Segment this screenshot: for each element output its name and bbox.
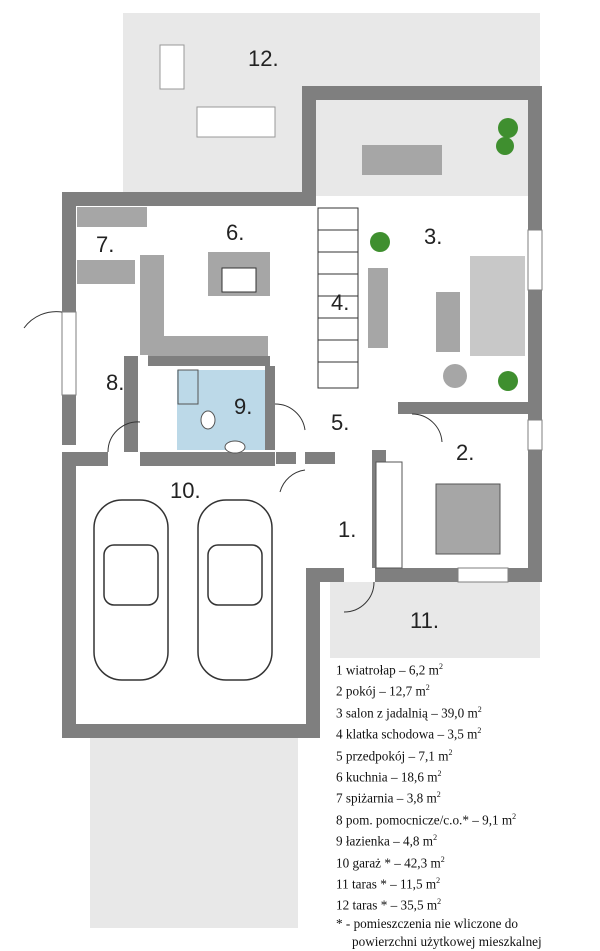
room-label-11: 11. [410, 608, 439, 633]
terrace-12-area [123, 13, 540, 196]
legend-row-9: 9 łazienka – 4,8 m2 [336, 833, 438, 849]
wardrobe [375, 461, 403, 569]
toilet-icon [200, 410, 216, 430]
door-swings [23, 311, 443, 613]
room-label-7: 7. [96, 232, 114, 257]
room-label-10: 10. [170, 478, 201, 503]
terrace-table [196, 106, 276, 138]
legend-row-5: 5 przedpokój – 7,1 m2 [336, 747, 453, 763]
room-area-legend: 1 wiatrołap – 6,2 m2 2 pokój – 12,7 m2 3… [336, 658, 596, 951]
shower-tray [177, 369, 199, 405]
legend-row-4: 4 klatka schodowa – 3,5 m2 [336, 726, 482, 742]
legend-row-8: 8 pom. pomocnicze/c.o.* – 9,1 m2 [336, 811, 517, 828]
driveway-area [90, 738, 298, 928]
tv-unit [368, 268, 388, 348]
plant-icon [498, 118, 518, 138]
room-label-4: 4. [331, 290, 349, 315]
plant-icon [370, 232, 390, 252]
room-label-9: 9. [234, 394, 252, 419]
pantry-shelf [77, 260, 135, 284]
room-label-2: 2. [456, 440, 474, 465]
terrace-11-area [330, 582, 540, 658]
sofa [470, 256, 525, 356]
dining-table [362, 145, 442, 175]
sink-icon [224, 440, 246, 454]
kitchen-counter [148, 336, 268, 356]
car-icon [93, 499, 169, 681]
car-icon [197, 499, 273, 681]
room-label-6: 6. [226, 220, 244, 245]
footnote-line-2: powierzchni użytkowej mieszkalnej [352, 933, 542, 949]
plant-icon [498, 371, 518, 391]
legend-row-1: 1 wiatrołap – 6,2 m2 [336, 662, 443, 678]
legend-row-12: 12 taras * – 35,5 m2 [336, 897, 442, 913]
legend-row-11: 11 taras * – 11,5 m2 [336, 875, 441, 892]
bed [435, 483, 501, 555]
legend-row-6: 6 kuchnia – 18,6 m2 [336, 768, 442, 785]
cooktop-icon [221, 267, 257, 293]
coffee-table [436, 292, 460, 352]
legend-row-3: 3 salon z jadalnią – 39,0 m2 [336, 704, 482, 721]
room-label-12: 12. [248, 46, 279, 71]
room-label-8: 8. [106, 370, 124, 395]
room-label-1: 1. [338, 517, 356, 542]
legend-row-10: 10 garaż * – 42,3 m2 [336, 854, 445, 870]
pantry-shelf [77, 207, 147, 227]
terrace-planter [159, 44, 185, 90]
windows [61, 229, 543, 583]
plant-icon [496, 137, 514, 155]
room-label-5: 5. [331, 410, 349, 435]
room-label-3: 3. [424, 224, 442, 249]
footnote-line-1: * - pomieszczenia nie wliczone do [336, 915, 518, 931]
staircase [317, 207, 359, 389]
legend-row-2: 2 pokój – 12,7 m2 [336, 683, 430, 699]
legend-row-7: 7 spiżarnia – 3,8 m2 [336, 790, 441, 806]
armchair-icon [443, 364, 467, 388]
